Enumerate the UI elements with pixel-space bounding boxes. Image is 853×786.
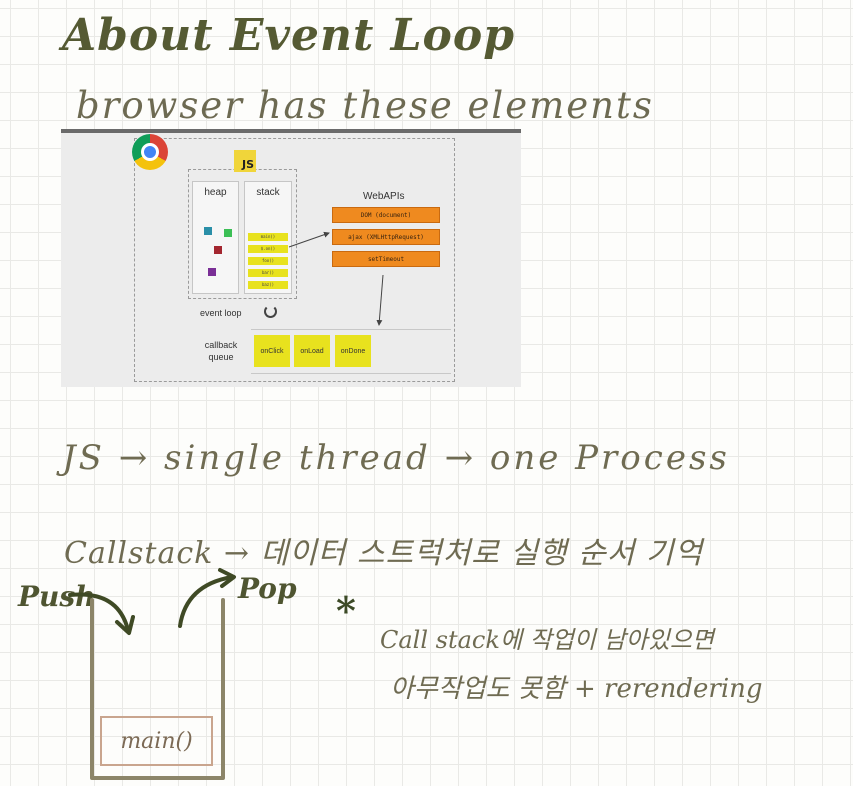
diagram-arrows	[288, 231, 384, 326]
browser-boundary	[134, 138, 455, 382]
callstack-warning-line1: Call stack에 작업이 남아있으면	[380, 626, 714, 654]
stack-frame: foo()	[248, 257, 288, 265]
main-frame-label: main()	[120, 728, 193, 754]
js-thread-note: JS → single thread → one Process	[62, 438, 730, 478]
heap-object	[208, 268, 216, 276]
pop-arrowhead	[218, 568, 236, 588]
queue-lane-top	[251, 329, 451, 330]
push-arrowhead	[115, 615, 135, 635]
subtitle: browser has these elements	[76, 84, 654, 127]
diagram-top-bar	[61, 129, 521, 133]
heap-object	[214, 246, 222, 254]
main-stack-frame: main()	[100, 716, 213, 766]
callstack-container	[90, 598, 225, 780]
stack-frame: $.on()	[248, 245, 288, 253]
pop-arrow	[178, 575, 234, 628]
loop-icon	[264, 305, 277, 318]
callback-ondone: onDone	[335, 335, 371, 367]
pop-label: Pop	[238, 572, 297, 605]
queue-lane-bottom	[251, 373, 451, 374]
callstack-warning-line2: 아무작업도 못함 + rerendering	[390, 674, 763, 704]
event-loop-diagram: JS heap stack main() $.on() foo() bar() …	[61, 129, 521, 387]
stack-frame: bar()	[248, 269, 288, 277]
heap-label: heap	[204, 187, 227, 198]
event-loop-label: event loop	[200, 308, 242, 318]
heap-object	[224, 229, 232, 237]
stack-to-webapi-arrow	[288, 231, 330, 248]
callback-onclick: onClick	[254, 335, 290, 367]
stack-label: stack	[256, 187, 280, 198]
webapi-ajax-box: ajax (XMLHttpRequest)	[332, 229, 440, 245]
webapi-to-queue-arrow	[376, 274, 384, 326]
callback-onload: onLoad	[294, 335, 330, 367]
webapis-label: WebAPIs	[363, 191, 405, 202]
push-label: Push	[18, 580, 96, 613]
heap-object	[204, 227, 212, 235]
push-arrow	[68, 592, 130, 632]
webapi-settimeout-box: setTimeout	[332, 251, 440, 267]
callback-queue-label: callback queue	[204, 340, 238, 362]
webapi-dom-box: DOM (document)	[332, 207, 440, 223]
page-title: About Event Loop	[62, 10, 516, 61]
chrome-logo-icon	[132, 134, 168, 170]
stack-frame: main()	[248, 233, 288, 241]
asterisk-mark: *	[336, 588, 356, 633]
js-logo-icon: JS	[234, 150, 256, 172]
stack-frame: baz()	[248, 281, 288, 289]
callstack-note: Callstack → 데이터 스트럭처로 실행 순서 기억	[64, 536, 704, 571]
